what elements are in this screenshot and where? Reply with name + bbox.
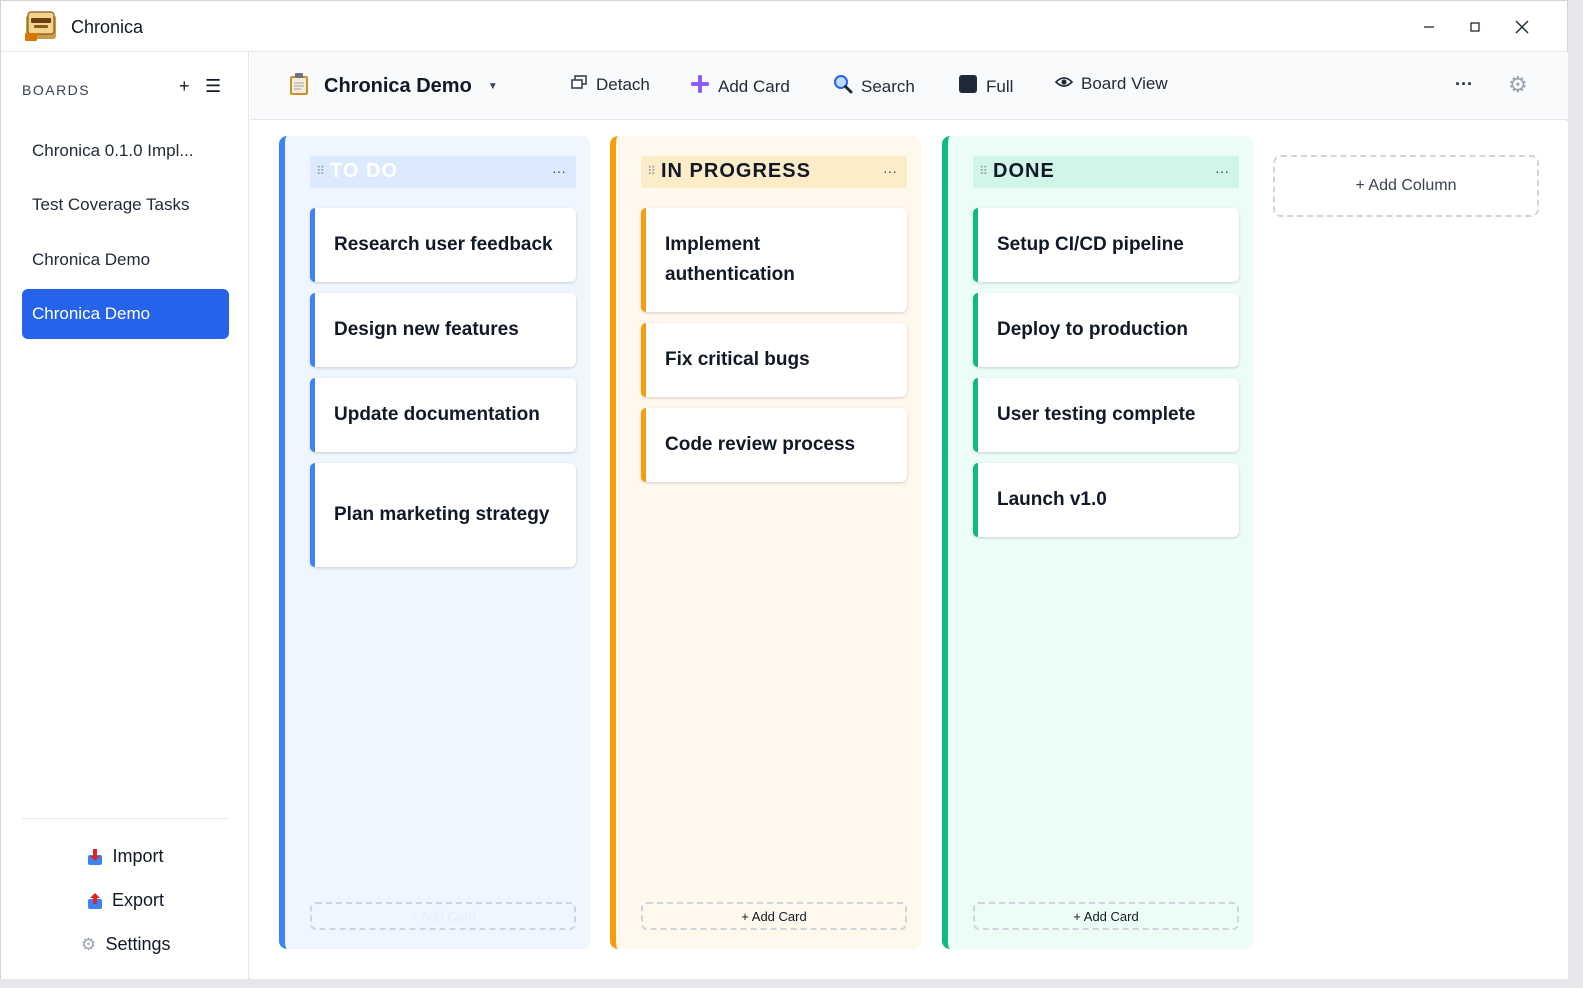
detach-icon [570, 74, 588, 95]
column-header: ⠿ IN PROGRESS ··· [641, 156, 907, 188]
fullscreen-icon [958, 74, 978, 99]
column-menu-button[interactable]: ··· [552, 163, 566, 179]
maximize-button[interactable] [1452, 9, 1498, 45]
column-title[interactable]: TO DO [330, 159, 398, 182]
column-header: ⠿ DONE ··· [973, 156, 1239, 188]
minimize-icon [1424, 26, 1434, 28]
column-in-progress: ⠿ IN PROGRESS ··· Implement authenticati… [610, 136, 921, 949]
add-board-button[interactable]: + [179, 76, 190, 96]
detach-button[interactable]: Detach [570, 74, 650, 95]
card[interactable]: Update documentation [310, 378, 576, 452]
column-title[interactable]: IN PROGRESS [661, 159, 811, 182]
minimize-button[interactable] [1406, 9, 1452, 45]
card-title: Code review process [665, 434, 856, 455]
card[interactable]: Fix critical bugs [641, 323, 907, 397]
settings-label: Settings [105, 934, 171, 954]
export-button[interactable]: Export [1, 890, 249, 911]
drag-handle-icon[interactable]: ⠿ [979, 164, 988, 178]
card[interactable]: Design new features [310, 293, 576, 367]
gear-icon: ⚙ [80, 934, 97, 954]
search-button[interactable]: Search [833, 74, 915, 99]
card[interactable]: Research user feedback [310, 208, 576, 282]
add-card-label: Add Card [718, 76, 790, 96]
clipboard-icon [288, 72, 310, 101]
add-card-button[interactable]: + Add Card [641, 902, 907, 930]
app-logo-icon [23, 9, 59, 43]
export-label: Export [111, 890, 165, 910]
column-menu-button[interactable]: ··· [1215, 163, 1229, 179]
sidebar-divider [22, 818, 229, 819]
card[interactable]: User testing complete [973, 378, 1239, 452]
card-title: Research user feedback [334, 234, 553, 255]
column-header: ⠿ TO DO ··· [310, 156, 576, 188]
close-button[interactable] [1499, 9, 1545, 45]
card-title: User testing complete [997, 404, 1196, 425]
fullscreen-label: Full [986, 76, 1014, 96]
app-title: Chronica [71, 17, 144, 37]
column-todo: ⠿ TO DO ··· Research user feedback Desig… [279, 136, 590, 949]
import-button[interactable]: Import [1, 846, 249, 867]
column-done: ⠿ DONE ··· Setup CI/CD pipeline Deploy t… [942, 136, 1253, 949]
board: ⠿ TO DO ··· Research user feedback Desig… [250, 121, 1568, 979]
title-bar: Chronica [1, 1, 1567, 52]
close-icon [1515, 20, 1529, 34]
maximize-icon [1470, 22, 1480, 32]
card-title: Plan marketing strategy [334, 504, 550, 525]
card-title: Fix critical bugs [665, 349, 810, 370]
column-title[interactable]: DONE [993, 159, 1055, 182]
card-title: Setup CI/CD pipeline [997, 234, 1184, 255]
settings-button[interactable]: ⚙ Settings [1, 934, 249, 955]
card-title: Design new features [334, 319, 519, 340]
gear-icon[interactable]: ⚙ [1508, 72, 1528, 97]
eye-icon [1054, 74, 1074, 94]
more-options-button[interactable]: ··· [1455, 74, 1473, 94]
card[interactable]: Implement authentication [641, 208, 907, 312]
card-title: Update documentation [334, 404, 540, 425]
sidebar-board-item[interactable]: Chronica Demo [32, 250, 151, 269]
board-title: Chronica Demo [324, 75, 472, 97]
boards-menu-button[interactable]: ☰ [205, 76, 222, 96]
add-card-button[interactable]: + Add Card [973, 902, 1239, 930]
card[interactable]: Code review process [641, 408, 907, 482]
sidebar-board-item[interactable]: Test Coverage Tasks [32, 195, 190, 214]
add-card-toolbar-button[interactable]: Add Card [690, 74, 790, 99]
fullscreen-button[interactable]: Full [958, 74, 1013, 99]
import-icon [86, 848, 104, 866]
chevron-down-icon[interactable]: ▼ [487, 81, 498, 92]
plus-icon [690, 74, 710, 99]
search-label: Search [861, 76, 915, 96]
drag-handle-icon[interactable]: ⠿ [316, 164, 325, 178]
card[interactable]: Setup CI/CD pipeline [973, 208, 1239, 282]
sidebar-board-item[interactable]: Chronica 0.1.0 Impl... [32, 141, 194, 160]
card[interactable]: Plan marketing strategy [310, 463, 576, 567]
card-title: Implement authentication [665, 234, 795, 285]
boards-header: BOARDS [22, 82, 91, 98]
add-column-button[interactable]: + Add Column [1273, 155, 1539, 217]
export-icon [86, 892, 104, 910]
card[interactable]: Deploy to production [973, 293, 1239, 367]
toolbar: Chronica Demo ▼ Detach Add Card Search [250, 52, 1568, 120]
board-view-label: Board View [1081, 74, 1168, 93]
sidebar-board-item-active[interactable]: Chronica Demo [22, 289, 229, 339]
card-title: Launch v1.0 [997, 489, 1107, 510]
import-label: Import [112, 846, 164, 866]
sidebar: BOARDS + ☰ Chronica 0.1.0 Impl... Test C… [1, 52, 249, 979]
card[interactable]: Launch v1.0 [973, 463, 1239, 537]
drag-handle-icon[interactable]: ⠿ [647, 164, 656, 178]
detach-label: Detach [596, 74, 650, 94]
card-title: Deploy to production [997, 319, 1189, 340]
board-view-button[interactable]: Board View [1054, 74, 1168, 94]
add-card-button[interactable]: + Add Card [310, 902, 576, 930]
column-menu-button[interactable]: ··· [883, 163, 897, 179]
board-selector[interactable]: Chronica Demo ▼ [288, 72, 498, 101]
search-icon [833, 74, 853, 99]
